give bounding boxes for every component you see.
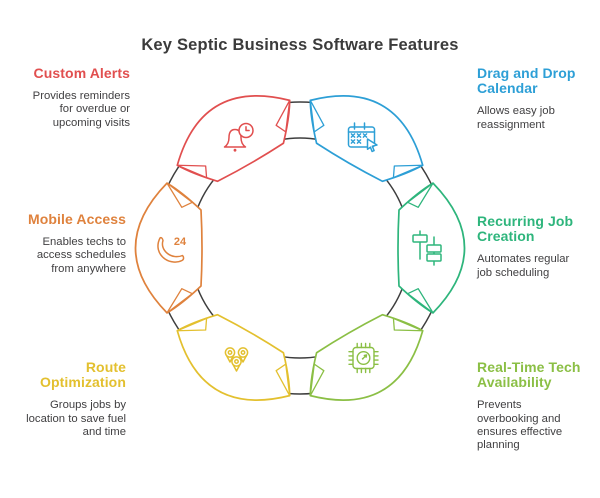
feature-real-time-tech-availability: Real-Time Tech Availability Prevents ove… bbox=[477, 359, 591, 453]
feature-title: Mobile Access bbox=[27, 211, 126, 227]
feature-recurring-job-creation: Recurring Job Creation Automates regular… bbox=[477, 213, 589, 280]
feature-title: Real-Time Tech Availability bbox=[477, 359, 581, 391]
feature-description: Enables techs to access schedules from a… bbox=[36, 236, 126, 275]
ribbon-mobile-access bbox=[134, 182, 203, 314]
feature-title: Custom Alerts bbox=[33, 65, 130, 81]
feature-title: Recurring Job Creation bbox=[477, 213, 574, 245]
feature-description: Automates regular job scheduling bbox=[477, 253, 570, 279]
feature-custom-alerts: Custom Alerts Provides reminders for ove… bbox=[8, 65, 130, 130]
phone-24-label: 24 bbox=[174, 236, 187, 248]
feature-drag-drop-calendar: Drag and Drop Calendar Allows easy job r… bbox=[477, 65, 589, 132]
map-pins-icon bbox=[224, 347, 249, 372]
calendar-edit-icon bbox=[347, 122, 378, 153]
ribbon-real-time-tech-availability bbox=[291, 299, 440, 424]
feature-title: Drag and Drop Calendar bbox=[477, 65, 576, 97]
bell-clock-icon bbox=[223, 122, 254, 152]
recurring-tasks-icon bbox=[412, 230, 442, 266]
feature-description: Groups jobs by location to save fuel and… bbox=[26, 399, 126, 438]
ribbon-custom-alerts bbox=[160, 72, 309, 197]
feature-description: Prevents overbooking and ensures effecti… bbox=[477, 399, 563, 452]
feature-description: Provides reminders for overdue or upcomi… bbox=[32, 90, 130, 129]
page-title: Key Septic Business Software Features bbox=[141, 36, 459, 54]
chip-gauge-icon bbox=[348, 342, 379, 374]
feature-title: Route Optimization bbox=[40, 359, 126, 391]
feature-description: Allows easy job reassignment bbox=[477, 105, 555, 131]
feature-mobile-access: Mobile Access Enables techs to access sc… bbox=[8, 211, 126, 276]
phone-24-icon: 24 bbox=[157, 236, 187, 263]
feature-route-optimization: Route Optimization Groups jobs by locati… bbox=[14, 359, 126, 439]
